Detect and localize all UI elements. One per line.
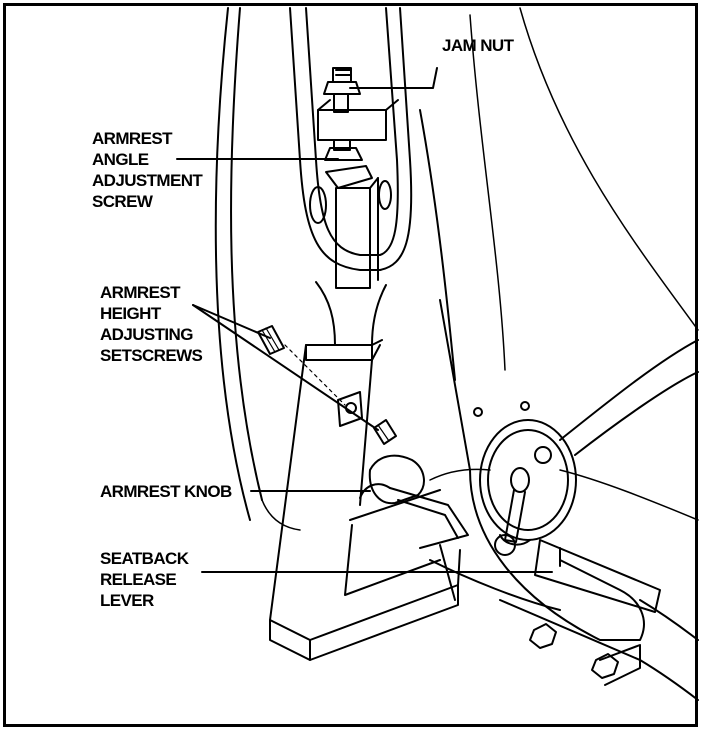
lever-label-line-2: RELEASE — [100, 570, 177, 589]
seat-frame — [429, 339, 699, 701]
seatback-shell — [214, 7, 699, 531]
lever-label-line-1: SEATBACK — [100, 549, 189, 568]
seatback-release-lever-label: SEATBACK RELEASE LEVER — [100, 548, 189, 611]
height-label-line-2: HEIGHT — [100, 304, 161, 323]
angle-label-line-2: ANGLE — [92, 150, 149, 169]
setscrew-leader-a — [192, 304, 271, 339]
jam-nut-label: JAM NUT — [442, 36, 514, 55]
lever-label-line-3: LEVER — [100, 591, 154, 610]
leader-lines — [176, 67, 553, 573]
diagram-frame — [3, 3, 698, 727]
height-label-line-1: ARMREST — [100, 283, 180, 302]
height-label-line-3: ADJUSTING — [100, 325, 193, 344]
height-label-line-4: SETSCREWS — [100, 346, 203, 365]
angle-label-line-4: SCREW — [92, 192, 153, 211]
height-setscrews-label: ARMREST HEIGHT ADJUSTING SETSCREWS — [100, 282, 203, 366]
angle-adjustment-screw-label: ARMREST ANGLE ADJUSTMENT SCREW — [92, 128, 203, 212]
angle-label-line-3: ADJUSTMENT — [92, 171, 203, 190]
seatback-release-lever — [429, 299, 661, 686]
armrest-knob — [359, 454, 469, 601]
setscrew-leader-b — [192, 304, 379, 431]
angle-adjustment-screw — [323, 67, 363, 161]
jam-nut-leader — [349, 67, 438, 89]
armrest-knob-label: ARMREST KNOB — [100, 482, 232, 501]
angle-label-line-1: ARMREST — [92, 129, 172, 148]
armrest-housing — [269, 344, 461, 661]
armrest-angle-bracket — [289, 7, 413, 271]
